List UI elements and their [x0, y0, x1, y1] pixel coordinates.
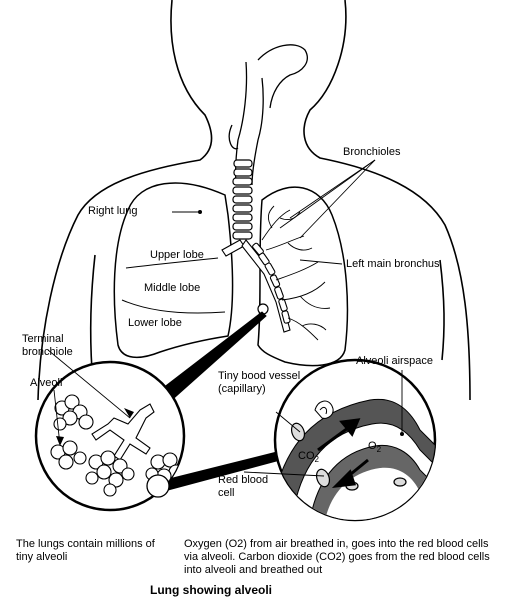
- label-co2: CO2: [298, 450, 319, 465]
- label-lower-lobe: Lower lobe: [128, 317, 182, 329]
- label-middle-lobe: Middle lobe: [144, 282, 201, 294]
- label-red-blood-cell: Red blood cell: [218, 474, 269, 499]
- caption-right: Oxygen (O2) from air breathed in, goes i…: [184, 538, 490, 576]
- label-bronchioles: Bronchioles: [343, 146, 401, 158]
- dot-alveoli-airspace: [400, 432, 404, 436]
- label-terminal-bronchiole: Terminal bronchiole: [22, 333, 73, 358]
- label-o2: O2: [368, 440, 382, 455]
- label-alveoli-airspace: Alveoli airspace: [356, 355, 434, 367]
- label-upper-lobe: Upper lobe: [150, 249, 204, 261]
- figure-title: Lung showing alveoli: [150, 583, 273, 597]
- alveoli-cluster-1: [53, 394, 94, 431]
- leader-lines: [47, 159, 403, 477]
- label-left-main-bronchus: Left main bronchus: [346, 258, 440, 270]
- trachea: [232, 159, 253, 240]
- alveoli-zoom-circle: [34, 360, 186, 512]
- torso-outline: [37, 0, 471, 401]
- label-alveoli: Alveoli: [30, 377, 63, 389]
- caption-left: The lungs contain millions of tiny alveo…: [16, 538, 155, 563]
- alveoli-cluster-2: [50, 440, 87, 470]
- bronchi: [221, 239, 291, 333]
- arrowhead-terminal: [124, 408, 134, 418]
- label-tiny-blood-vessel: Tiny bood vessel (capillary): [218, 370, 301, 395]
- arrowhead-alveoli: [56, 436, 64, 446]
- bronchiole-tree: [261, 205, 331, 341]
- dot-right-lung: [198, 210, 202, 214]
- right-lung: [113, 182, 234, 359]
- alveoli-cluster-3: [85, 450, 135, 497]
- gas-arrows: [317, 418, 369, 488]
- label-right-lung: Right lung: [88, 205, 138, 217]
- gas-exchange-zoom-circle: [273, 358, 437, 522]
